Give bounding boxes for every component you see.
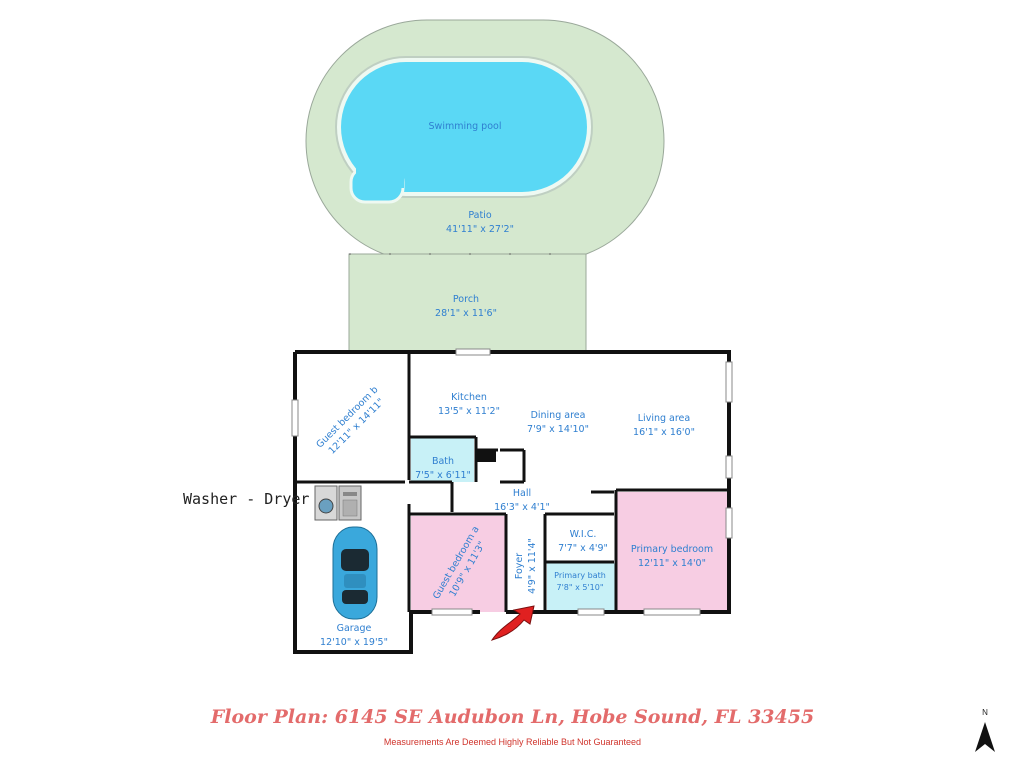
- plan-disclaimer: Measurements Are Deemed Highly Reliable …: [383, 737, 642, 747]
- kitchen-size: 13'5" x 11'2": [438, 406, 500, 417]
- hall-size: 16'3" x 4'1": [494, 502, 550, 513]
- porch-size: 28'1" x 11'6": [435, 308, 497, 319]
- swimming-pool-shape: [335, 56, 593, 204]
- garage-size: 12'10" x 19'5": [320, 637, 388, 648]
- wic-label: W.I.C.: [570, 529, 597, 540]
- swimming-pool-label: Swimming pool: [429, 121, 502, 132]
- interior-walls: [295, 352, 729, 612]
- bath-fill: [411, 438, 474, 482]
- foyer-label: Foyer: [514, 553, 525, 579]
- primary-bath-label: Primary bath: [554, 571, 606, 580]
- living-area-size: 16'1" x 16'0": [633, 427, 695, 438]
- guest-bedroom-a-fill: [411, 516, 506, 612]
- porch-area: [348, 253, 587, 353]
- car-icon: [332, 526, 378, 620]
- entry-arrow-icon: [490, 605, 535, 641]
- primary-bedroom-fill: [616, 492, 728, 612]
- primary-bedroom-label: Primary bedroom: [631, 544, 713, 555]
- wic-size: 7'7" x 4'9": [558, 543, 608, 554]
- primary-bedroom-size: 12'11" x 14'0": [638, 558, 706, 569]
- patio-label: Patio: [468, 210, 491, 221]
- dryer-icon: [338, 485, 362, 521]
- primary-bath-size: 7'8" x 5'10": [556, 583, 603, 592]
- dining-area-label: Dining area: [531, 410, 586, 421]
- bath-label: Bath: [432, 456, 454, 467]
- living-area-label: Living area: [638, 413, 690, 424]
- bath-size: 7'5" x 6'11": [415, 470, 471, 481]
- patio-size: 41'11" x 27'2": [446, 224, 514, 235]
- north-label: N: [982, 708, 988, 717]
- washer-dryer-annotation: Washer - Dryer: [183, 490, 310, 508]
- kitchen-label: Kitchen: [451, 392, 487, 403]
- garage-label: Garage: [337, 623, 372, 634]
- porch-label: Porch: [453, 294, 479, 305]
- windows: [291, 348, 733, 616]
- plan-title: Floor Plan: 6145 SE Audubon Ln, Hobe Sou…: [210, 706, 815, 728]
- floor-plan: Swimming pool Patio 41'11" x 27'2" Porch…: [291, 19, 733, 654]
- foyer-size: 4'9" x 11'4": [527, 538, 538, 594]
- primary-bath-fill: [547, 563, 615, 612]
- washer-icon: [314, 485, 338, 521]
- hall-label: Hall: [513, 488, 531, 499]
- dining-area-size: 7'9" x 14'10": [527, 424, 589, 435]
- north-arrow-icon: N: [968, 708, 1002, 756]
